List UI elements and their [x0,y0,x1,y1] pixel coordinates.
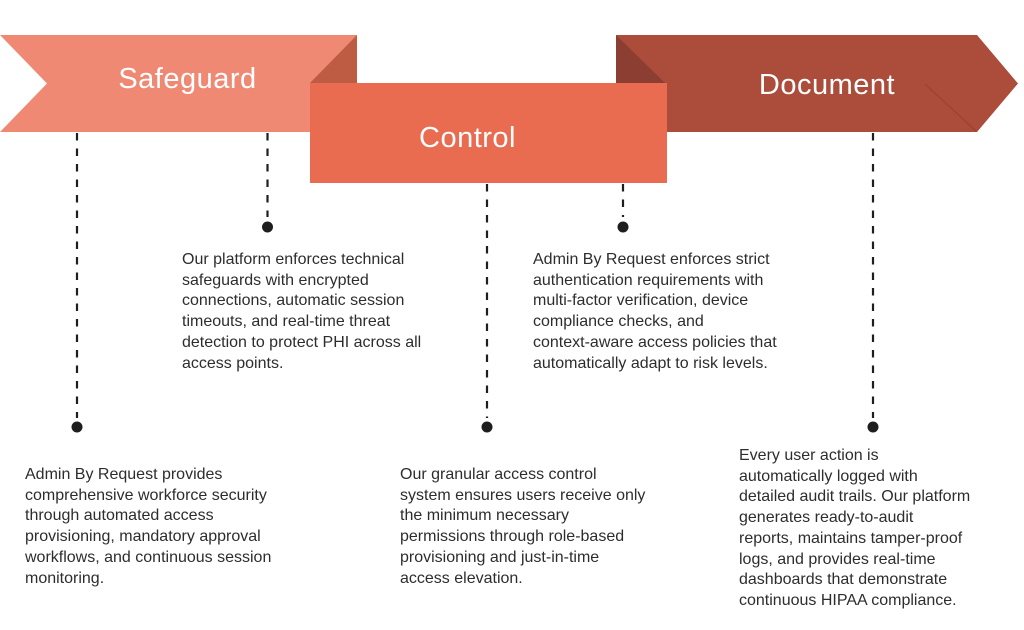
safeguard-fold-triangle [310,35,357,83]
connector-dot [481,421,493,433]
document-ribbon [616,35,1018,132]
callout-safeguard-technical: Our platform enforces technical safeguar… [182,251,422,372]
connector-dot [867,421,879,433]
callout-control-least-privilege: Our granular access control system ensur… [400,466,646,587]
safeguard-ribbon [0,35,357,132]
connector-dot [617,221,629,233]
callout-document-audit: Every user action is automatically logge… [739,447,971,609]
document-fold-triangle [616,35,665,83]
connector-dot [71,421,83,433]
callout-control-authentication: Admin By Request enforces strict authent… [533,251,777,372]
callout-safeguard-workforce: Admin By Request provides comprehensive … [25,466,272,587]
control-ribbon [310,83,667,183]
connector-dot [262,221,273,233]
document-crease [924,83,977,132]
